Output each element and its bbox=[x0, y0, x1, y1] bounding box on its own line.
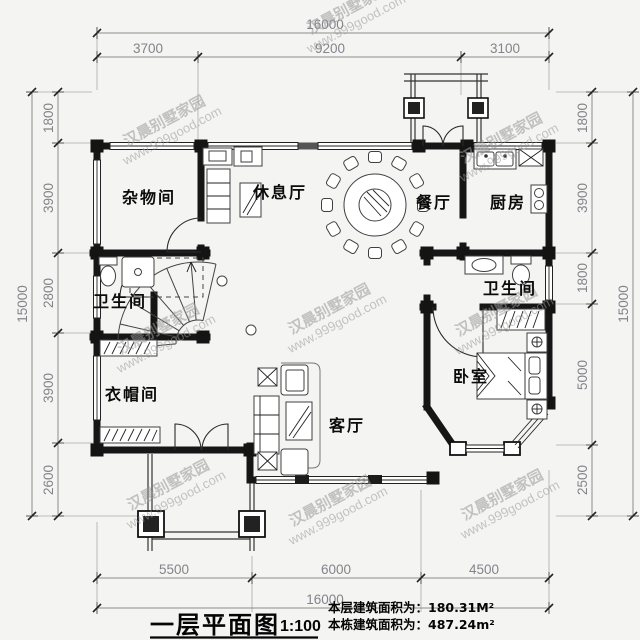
bathroom-right-fixtures bbox=[464, 255, 532, 286]
living-room-furniture bbox=[253, 362, 321, 476]
cloakroom-racks bbox=[99, 339, 161, 444]
dim-top-seg2: 9200 bbox=[315, 41, 345, 56]
back-porch bbox=[403, 73, 489, 142]
bedroom-furniture bbox=[476, 308, 548, 420]
entry-door-left bbox=[174, 423, 202, 451]
label-cloakroom: 衣帽间 bbox=[105, 385, 159, 404]
dimension-bottom: 5500 6000 4500 16000 bbox=[92, 562, 554, 614]
entry-door-right bbox=[201, 423, 229, 451]
watermark: 汉晨别墅家园 www.999good.com bbox=[457, 466, 562, 543]
label-bath-right: 卫生间 bbox=[483, 279, 537, 298]
dimension-right: 15000 1800 3900 1800 5000 2500 bbox=[575, 87, 639, 521]
windows bbox=[93, 142, 553, 484]
dimension-left: 15000 1800 3900 2800 3900 2600 bbox=[15, 87, 64, 521]
area-total-text: 本栋建筑面积为：487.24m² bbox=[328, 617, 495, 632]
watermark: 汉晨别墅家园 www.999good.com bbox=[303, 0, 408, 56]
bay-window bbox=[449, 407, 549, 456]
toilet-icon bbox=[100, 265, 116, 287]
dim-right-total: 15000 bbox=[616, 285, 631, 323]
label-living: 客厅 bbox=[329, 416, 365, 435]
label-lounge: 休息厅 bbox=[252, 183, 307, 202]
watermark: 汉晨别墅家园 www.999good.com bbox=[123, 456, 228, 533]
pillow bbox=[528, 356, 541, 375]
bathroom-left-fixtures bbox=[98, 256, 155, 288]
dining-table-set bbox=[321, 151, 429, 259]
dim-ticks-left bbox=[26, 87, 64, 521]
dim-ticks-bottom bbox=[92, 572, 554, 614]
dim-left-seg3: 2800 bbox=[41, 278, 56, 308]
window-mullion bbox=[368, 475, 382, 484]
dim-bottom-total: 16000 bbox=[306, 592, 344, 607]
back-door-left bbox=[422, 125, 444, 147]
dim-bottom-seg1: 5500 bbox=[159, 562, 189, 577]
title-block: 一层平面图 1:100 本层建筑面积为：180.31M² 本栋建筑面积为：487… bbox=[150, 600, 495, 639]
dim-top-total: 16000 bbox=[306, 17, 344, 32]
dim-right-seg3: 1800 bbox=[575, 263, 590, 293]
wall-pier bbox=[298, 142, 318, 150]
label-kitchen: 厨房 bbox=[490, 193, 526, 212]
watermark: 汉晨别墅家园 www.999good.com bbox=[284, 280, 389, 357]
dim-left-seg1: 1800 bbox=[41, 103, 56, 133]
dim-left-total: 15000 bbox=[15, 285, 30, 323]
dim-left-seg5: 2600 bbox=[41, 465, 56, 495]
armchair bbox=[280, 448, 309, 476]
plan-scale: 1:100 bbox=[280, 618, 321, 635]
dim-left-seg2: 3900 bbox=[41, 183, 56, 213]
dim-top-seg1: 3700 bbox=[133, 41, 163, 56]
pillow bbox=[528, 376, 541, 395]
label-bedroom: 卧室 bbox=[453, 367, 489, 386]
toilet-tank bbox=[98, 256, 118, 266]
dim-left-seg4: 3900 bbox=[41, 373, 56, 403]
area-floor-text: 本层建筑面积为：180.31M² bbox=[328, 600, 494, 615]
toilet-icon bbox=[512, 264, 530, 286]
wardrobe bbox=[496, 308, 546, 331]
room-labels: 杂物间 休息厅 餐厅 厨房 卫生间 卫生间 衣帽间 客厅 卧室 bbox=[93, 183, 537, 435]
dim-right-seg5: 2500 bbox=[575, 465, 590, 495]
sink-icon bbox=[471, 258, 497, 272]
dim-bottom-seg2: 6000 bbox=[321, 562, 351, 577]
dim-ticks-right bbox=[586, 87, 639, 521]
dim-right-seg2: 3900 bbox=[575, 183, 590, 213]
toilet-tank bbox=[510, 255, 532, 265]
dim-right-seg4: 5000 bbox=[575, 360, 590, 390]
sofa bbox=[253, 395, 280, 455]
dim-right-seg1: 1800 bbox=[575, 103, 590, 133]
dim-top-seg3: 3100 bbox=[490, 41, 520, 56]
dim-ticks-top bbox=[92, 27, 554, 63]
back-door-right bbox=[442, 125, 464, 147]
dimension-top: 16000 3700 9200 3100 bbox=[92, 17, 554, 63]
storage-door bbox=[166, 217, 202, 253]
label-storage: 杂物间 bbox=[122, 188, 176, 207]
kitchen-fixtures bbox=[473, 148, 548, 214]
lounge-furniture bbox=[202, 146, 263, 224]
label-bath-left: 卫生间 bbox=[93, 292, 147, 311]
dim-bottom-seg3: 4500 bbox=[469, 562, 499, 577]
window-mullion bbox=[295, 475, 309, 484]
label-dining: 餐厅 bbox=[415, 193, 452, 212]
front-porch bbox=[137, 454, 266, 551]
plan-title: 一层平面图 bbox=[150, 611, 280, 639]
